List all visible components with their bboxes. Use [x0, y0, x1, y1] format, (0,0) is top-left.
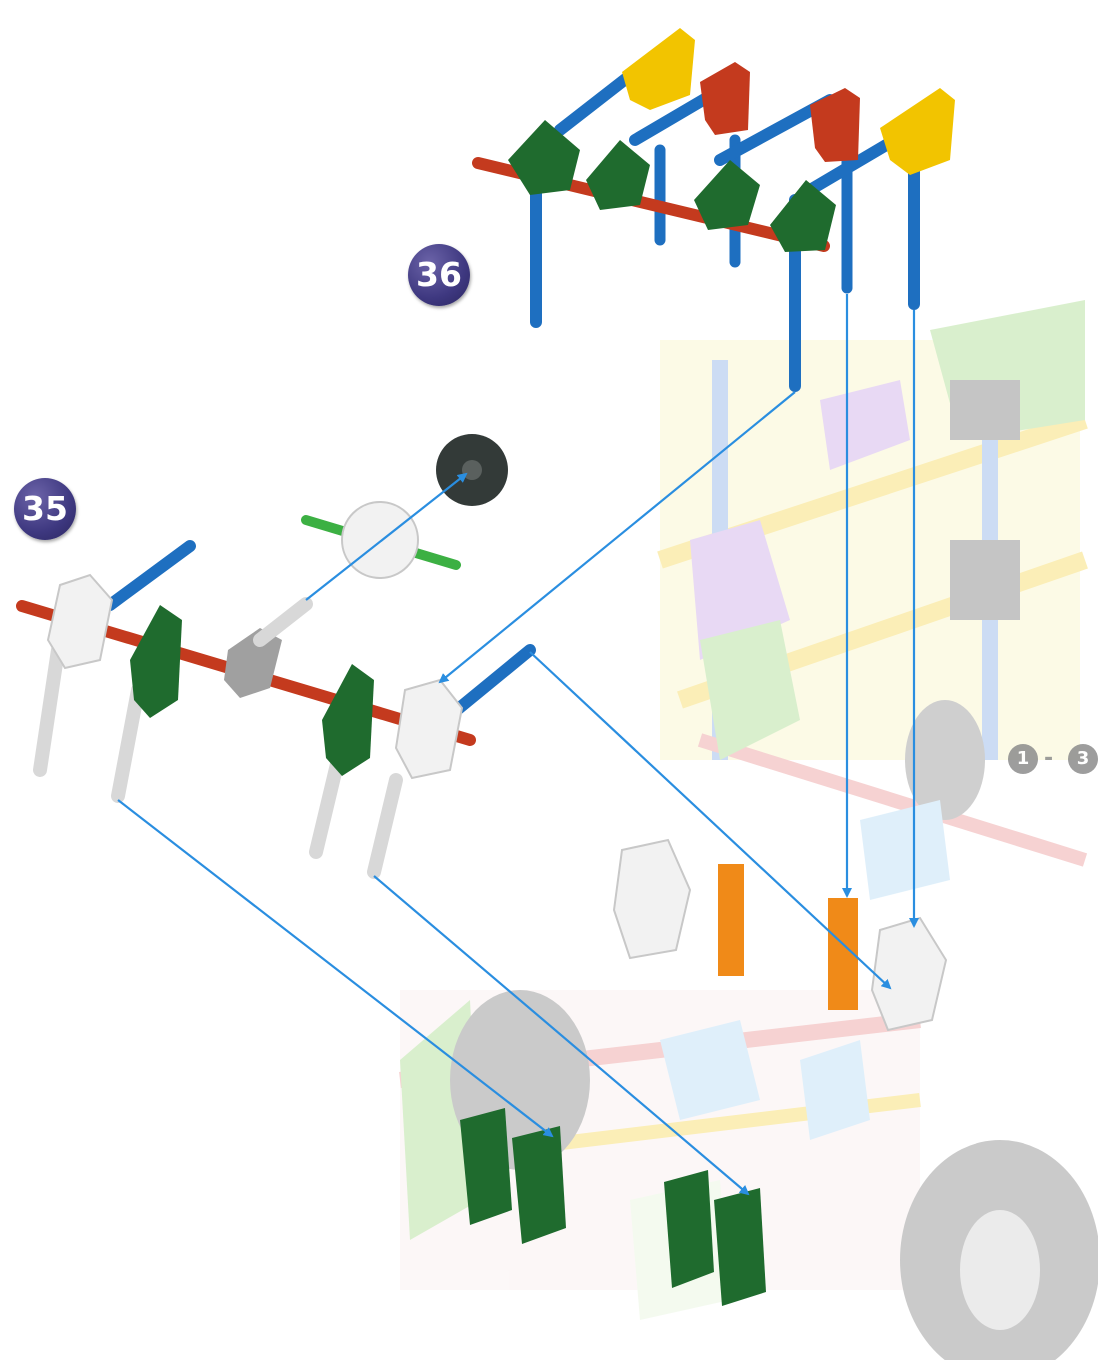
reference-step-start: 1 — [1008, 744, 1038, 774]
step-36-badge: 36 — [408, 244, 470, 306]
arrow-36-left-rod — [438, 391, 796, 684]
reference-step-dash: - — [1044, 746, 1054, 771]
step-35-assembly — [16, 434, 536, 879]
arrow-35-rod-right — [373, 875, 750, 1196]
target-connectors — [460, 838, 948, 1306]
step-36-assembly — [472, 28, 955, 392]
assembly-arrows — [117, 294, 919, 1196]
arrow-35-rod-left — [117, 799, 554, 1138]
step-35-badge: 35 — [14, 478, 76, 540]
reference-step-end: 3 — [1068, 744, 1098, 774]
arrow-35-axle-gear — [305, 472, 468, 601]
arrow-35-blue-rod — [529, 651, 892, 990]
